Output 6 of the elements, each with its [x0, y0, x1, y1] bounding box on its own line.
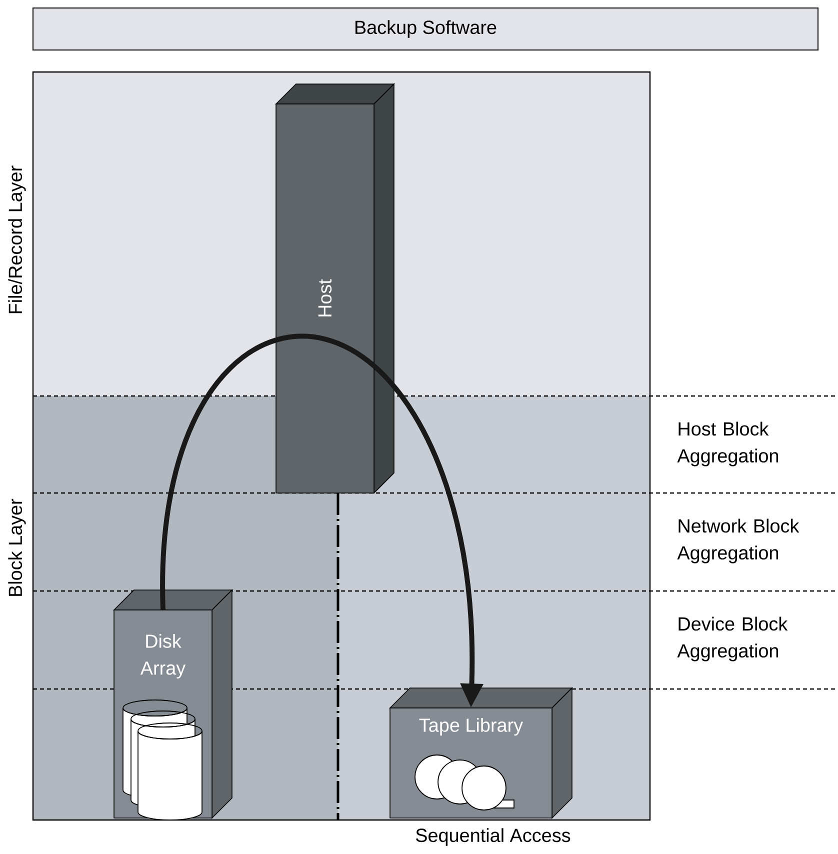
layer-label: Block Layer: [8, 498, 26, 596]
title-bar: Backup Software: [32, 8, 818, 50]
aggregation-label: Device Block Aggregation: [677, 616, 788, 662]
layer-label: File/Record Layer: [8, 166, 26, 314]
aggregation-label: Host Block Aggregation: [677, 422, 778, 466]
aggregation-label: Network Block Aggregation: [677, 518, 800, 564]
